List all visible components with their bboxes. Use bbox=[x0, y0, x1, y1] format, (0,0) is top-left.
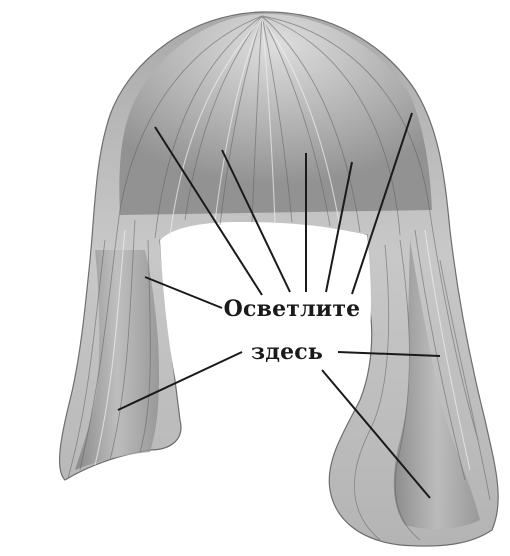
annotation-label-line2: здесь bbox=[232, 339, 342, 365]
annotation-label-line1: Осветлите bbox=[222, 296, 362, 322]
